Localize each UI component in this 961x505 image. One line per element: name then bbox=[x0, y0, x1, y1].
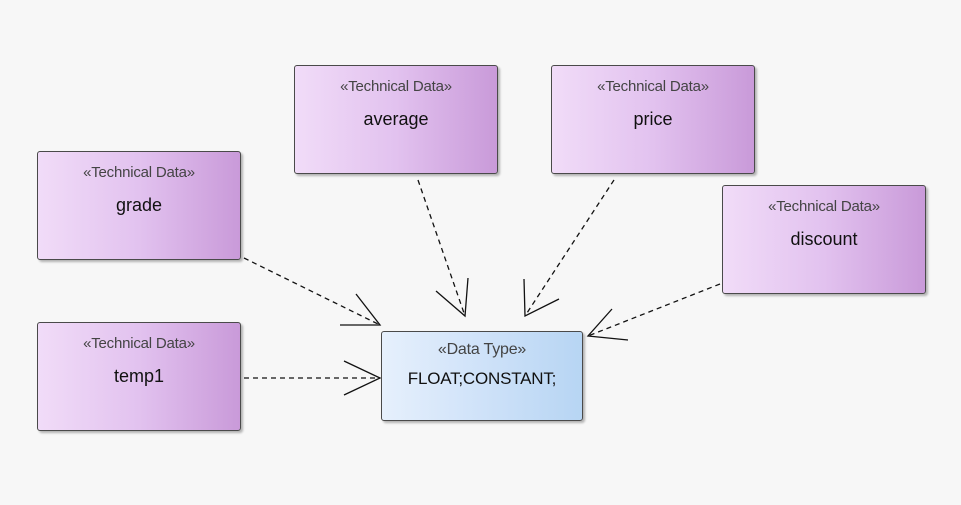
edge-line bbox=[243, 257, 381, 326]
data-type-node[interactable]: «Data Type» FLOAT;CONSTANT; bbox=[381, 331, 583, 421]
technical-data-node-grade[interactable]: «Technical Data» grade bbox=[37, 151, 241, 260]
arrow-head bbox=[340, 293, 382, 326]
edge-line bbox=[587, 283, 721, 337]
technical-data-node-temp1[interactable]: «Technical Data» temp1 bbox=[37, 322, 241, 431]
technical-data-node-price[interactable]: «Technical Data» price bbox=[551, 65, 755, 174]
arrow-head bbox=[435, 277, 469, 318]
node-stereotype: «Technical Data» bbox=[83, 335, 195, 352]
node-label: grade bbox=[115, 195, 163, 215]
node-stereotype: «Technical Data» bbox=[83, 164, 195, 181]
node-stereotype: «Data Type» bbox=[437, 341, 527, 358]
edge-grade-to-data-type bbox=[243, 257, 382, 326]
arrow-head bbox=[343, 360, 382, 396]
node-label: FLOAT;CONSTANT; bbox=[407, 369, 557, 388]
technical-data-node-average[interactable]: «Technical Data» average bbox=[294, 65, 498, 174]
edge-line bbox=[417, 179, 466, 317]
node-label: discount bbox=[790, 229, 858, 249]
technical-data-node-discount[interactable]: «Technical Data» discount bbox=[722, 185, 926, 294]
node-label: price bbox=[633, 109, 673, 129]
node-stereotype: «Technical Data» bbox=[597, 78, 709, 95]
edge-discount-to-data-type bbox=[586, 283, 721, 341]
node-stereotype: «Technical Data» bbox=[340, 78, 452, 95]
edge-price-to-data-type bbox=[523, 179, 615, 318]
node-label: average bbox=[363, 109, 429, 129]
arrow-head bbox=[586, 308, 629, 341]
node-stereotype: «Technical Data» bbox=[768, 198, 880, 215]
arrow-head bbox=[523, 278, 560, 318]
edge-average-to-data-type bbox=[417, 179, 469, 318]
edge-line bbox=[524, 179, 615, 317]
node-label: temp1 bbox=[113, 366, 165, 386]
edge-temp1-to-data-type bbox=[244, 360, 382, 396]
